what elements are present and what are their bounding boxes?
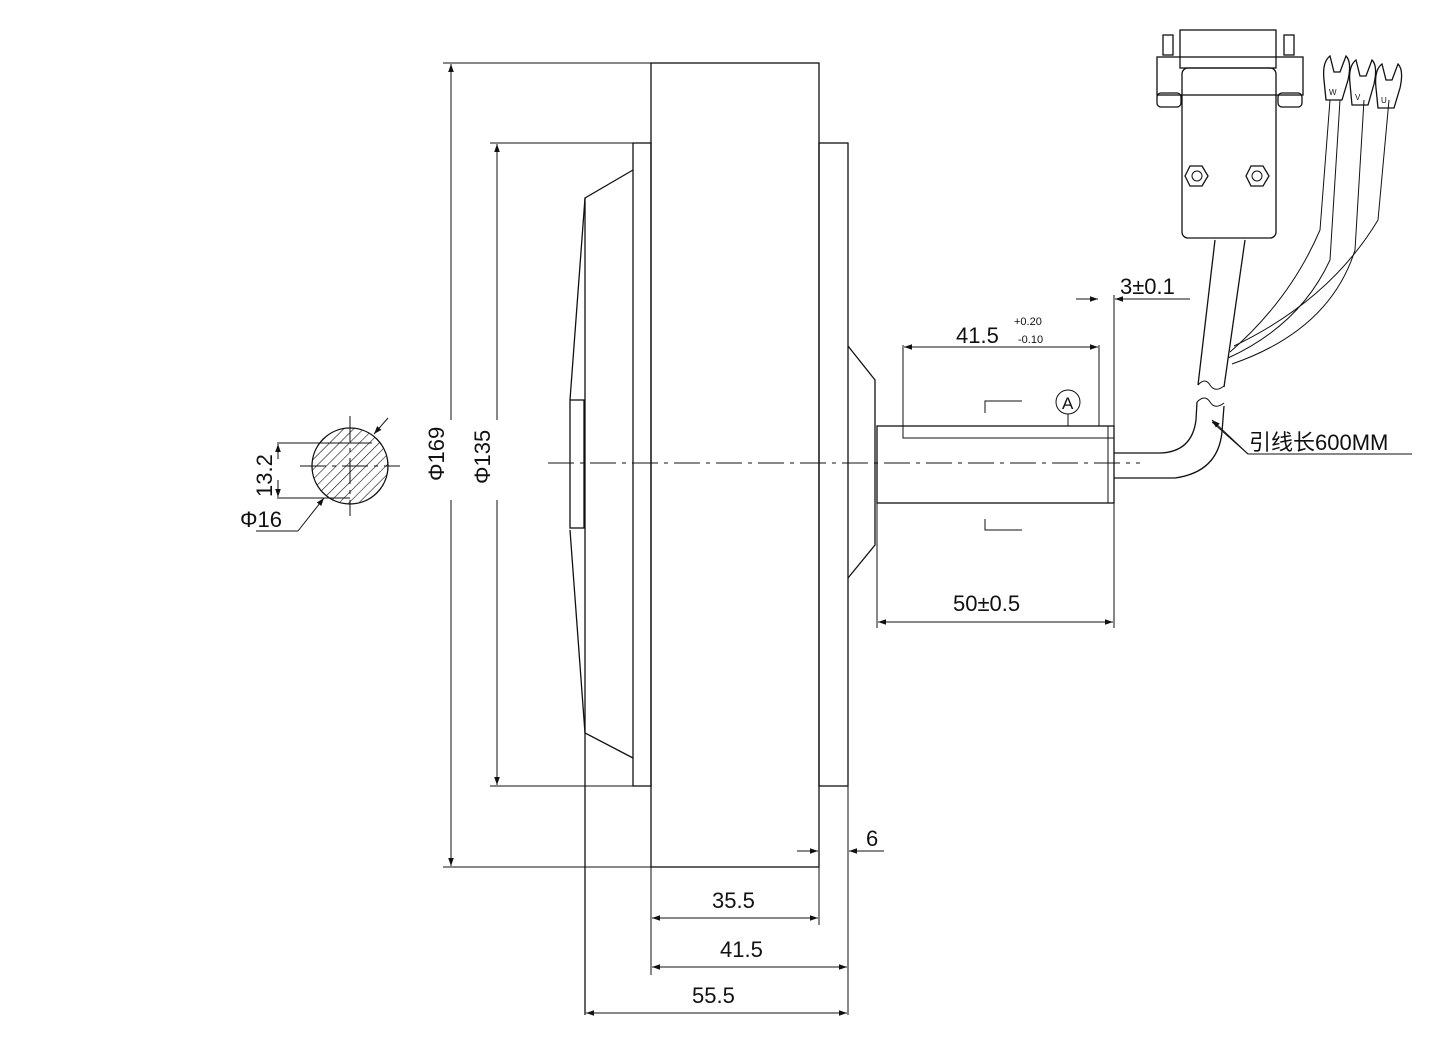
shaft-diameter-label: Φ16 bbox=[240, 507, 282, 532]
output-shaft: A bbox=[876, 389, 1115, 531]
ring-terminal-u: U bbox=[1374, 62, 1403, 109]
keyway-tolerance-lower: -0.10 bbox=[1018, 334, 1043, 346]
wire-w-label: W bbox=[1329, 88, 1337, 97]
flat-dimension-label: 13.2 bbox=[252, 454, 277, 497]
length-35-5-label: 35.5 bbox=[712, 888, 755, 913]
length-41-5-label: 41.5 bbox=[720, 937, 763, 962]
length-dimensions: 35.5 41.5 55.5 6 bbox=[586, 786, 884, 1016]
shaft-dimensions: 50±0.5 41.5 +0.20 -0.10 3±0.1 bbox=[876, 274, 1190, 628]
datum-label: A bbox=[1062, 394, 1074, 413]
pilot-diameter-label: Φ135 bbox=[470, 430, 495, 484]
keyway-tolerance-upper: +0.20 bbox=[1014, 316, 1042, 328]
shaft-length-label: 50±0.5 bbox=[953, 591, 1020, 616]
hex-nut-icon bbox=[1184, 165, 1209, 187]
outer-diameter-label: Φ169 bbox=[424, 427, 449, 481]
ring-terminal-v: V bbox=[1348, 58, 1377, 106]
keyway-offset-label: 3±0.1 bbox=[1120, 274, 1175, 299]
wire-u-label: U bbox=[1381, 96, 1387, 105]
motor-body bbox=[548, 62, 1140, 1015]
keyway-length-label: 41.5 bbox=[956, 323, 999, 348]
lead-length-callout: 引线长600MM bbox=[1211, 419, 1412, 455]
cable-assembly: W V U bbox=[1114, 29, 1403, 479]
ring-terminal-w: W bbox=[1322, 54, 1351, 101]
length-55-5-label: 55.5 bbox=[692, 983, 735, 1008]
shaft-section-view: 13.2 Φ16 bbox=[240, 416, 400, 532]
diameter-dimensions: Φ169 Φ135 bbox=[424, 62, 651, 868]
wire-v-label: V bbox=[1355, 93, 1361, 102]
lead-length-label: 引线长600MM bbox=[1249, 430, 1388, 455]
dsub-connector bbox=[1156, 29, 1304, 239]
hex-nut-icon bbox=[1245, 165, 1270, 187]
length-6-label: 6 bbox=[866, 826, 878, 851]
